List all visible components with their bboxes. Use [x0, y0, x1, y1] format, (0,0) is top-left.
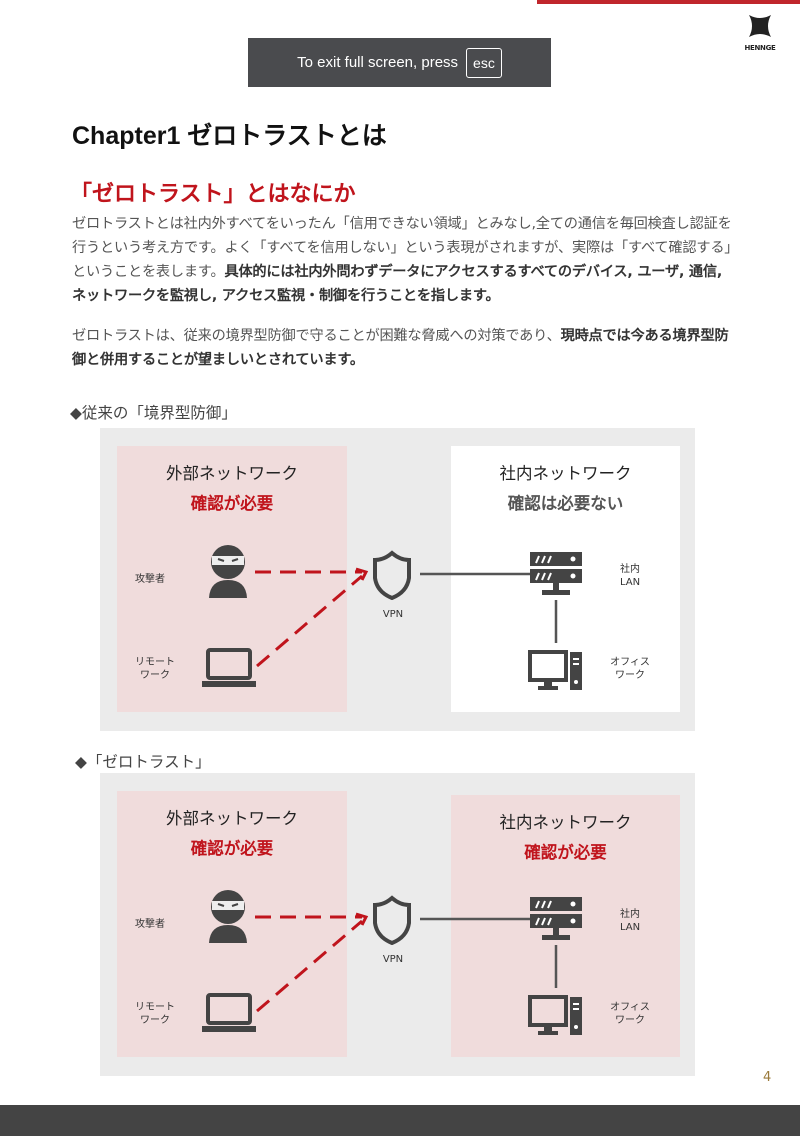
server-icon [530, 897, 582, 940]
external-status: 確認が必要 [190, 839, 274, 858]
lan-label: 社内 LAN [619, 564, 641, 588]
internal-status: 確認は必要ない [507, 494, 624, 513]
server-icon [530, 552, 582, 595]
internal-status: 確認が必要 [524, 843, 607, 862]
bottom-bar [0, 1105, 800, 1136]
diagram-zerotrust: 外部ネットワーク 確認が必要 社内ネットワーク 確認が必要 攻撃者 リモート ワ… [100, 773, 695, 1076]
attacker-label: 攻撃者 [135, 919, 165, 930]
office-pc-icon [528, 650, 582, 690]
logo-text: HENNGE [744, 44, 776, 52]
diagram-heading-zerotrust: ◆「ゼロトラスト」 [75, 753, 211, 771]
para2-bold: 現時点では今ある境界型防御と併用することが望ましいとされています。 [72, 328, 729, 368]
diagram-heading-perimeter: ◆従来の「境界型防御」 [70, 404, 237, 422]
attacker-label: 攻撃者 [135, 574, 165, 585]
section-title: 「ゼロトラスト」とはなにか [70, 182, 356, 207]
para1-bold: 具体的には社内外問わずデータにアクセスするすべてのデバイス, ユーザ, 通信, … [72, 264, 723, 304]
logo-icon [749, 15, 771, 37]
para2-text: ゼロトラストは、従来の境界型防御で守ることが困難な脅威への対策であり、 [72, 328, 561, 344]
internal-title: 社内ネットワーク [499, 464, 632, 483]
henNge-logo: HENNGE [740, 14, 780, 52]
para1-text: ゼロトラストとは社内外すべてをいったん「信用できない領域」とみなし,全ての通信を… [72, 216, 732, 280]
external-title: 外部ネットワーク [166, 464, 298, 483]
external-network-box: 外部ネットワーク 確認が必要 [117, 791, 347, 1057]
attacker-icon [209, 890, 247, 943]
remote-work-label: リモート ワーク [135, 657, 175, 681]
laptop-icon [202, 648, 256, 687]
vpn-label: VPN [382, 954, 404, 965]
office-work-label: オフィス ワーク [610, 1002, 650, 1026]
external-title: 外部ネットワーク [166, 809, 298, 828]
top-accent-bar [537, 0, 800, 4]
paragraph-2: ゼロトラストは、従来の境界型防御で守ることが困難な脅威への対策であり、現時点では… [72, 324, 732, 372]
page-number: 4 [763, 1070, 772, 1085]
vpn-shield-icon [373, 550, 411, 600]
connection-lines [255, 567, 558, 668]
office-work-label: オフィス ワーク [610, 657, 650, 681]
vpn-label: VPN [382, 609, 404, 620]
lan-label: 社内 LAN [619, 909, 641, 933]
remote-work-label: リモート ワーク [135, 1002, 175, 1026]
chapter-title: Chapter1 ゼロトラストとは [72, 122, 387, 150]
external-status: 確認が必要 [190, 494, 274, 513]
vpn-shield-icon [373, 895, 411, 945]
esc-key[interactable]: esc [466, 47, 502, 78]
internal-title: 社内ネットワーク [499, 813, 632, 832]
paragraph-1: ゼロトラストとは社内外すべてをいったん「信用できない領域」とみなし,全ての通信を… [72, 212, 732, 308]
toast-text: To exit full screen, press [297, 54, 459, 71]
attacker-icon [209, 545, 247, 598]
laptop-icon [202, 993, 256, 1032]
fullscreen-toast: To exit full screen, press esc [248, 38, 551, 87]
external-network-box: 外部ネットワーク 確認が必要 [117, 446, 347, 712]
office-pc-icon [528, 995, 582, 1035]
connection-lines [255, 912, 558, 1013]
diagram-perimeter: 外部ネットワーク 確認が必要 社内ネットワーク 確認は必要ない 攻撃者 リモート… [100, 428, 695, 731]
